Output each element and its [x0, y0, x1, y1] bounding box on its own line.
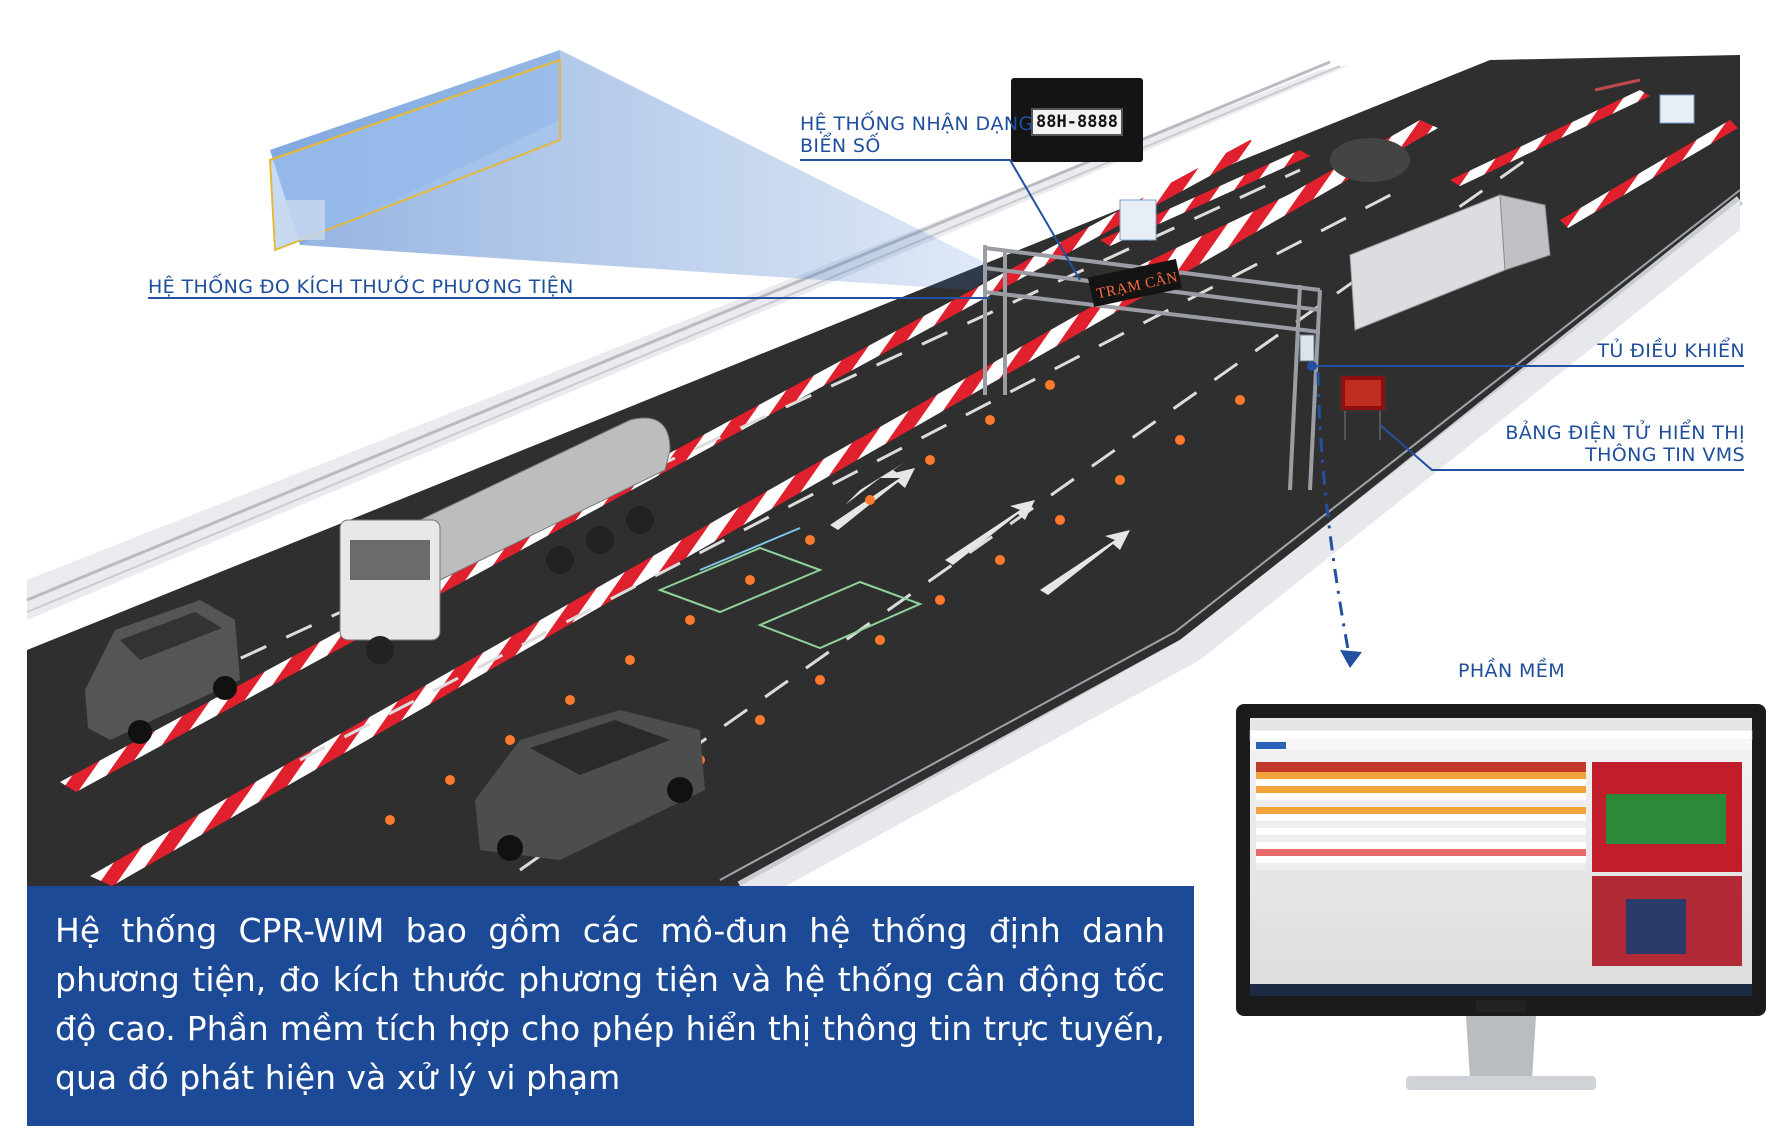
arrow-icon — [1340, 650, 1362, 668]
toll-booths — [1100, 78, 1738, 276]
arrow-icons — [830, 462, 1130, 595]
data-table — [1256, 772, 1586, 870]
sedan — [475, 710, 705, 861]
control-cabinet-icon — [1299, 334, 1315, 362]
far-car — [1330, 138, 1410, 182]
label-plate-recognition: HỆ THỐNG NHẬN DẠNG BIỂN SỐ — [800, 113, 1034, 157]
wim-sensors — [657, 527, 923, 650]
label-dimension-system: HỆ THỐNG ĐO KÍCH THƯỚC PHƯƠNG TIỆN — [148, 276, 574, 298]
median-barrier — [90, 120, 1438, 886]
tanker-truck — [339, 417, 671, 664]
description-box: Hệ thống CPR-WIM bao gồm các mô-đun hệ t… — [27, 886, 1194, 1126]
label-control-cabinet: TỦ ĐIỀU KHIỂN — [1597, 340, 1745, 362]
license-plate-image: 88H-8888 — [1011, 78, 1143, 162]
license-plate-text: 88H-8888 — [1031, 108, 1123, 136]
monitor — [1236, 704, 1766, 1090]
gantry-sign-board — [1087, 258, 1183, 308]
label-vms-line2: THÔNG TIN VMS — [1585, 444, 1745, 466]
label-software: PHẦN MỀM — [1458, 660, 1565, 682]
label-vms: BẢNG ĐIỆN TỬ HIỂN THỊ THÔNG TIN VMS — [1505, 422, 1745, 466]
label-vms-line1: BẢNG ĐIỆN TỬ HIỂN THỊ — [1505, 422, 1745, 444]
van — [85, 600, 240, 744]
label-plate-recognition-line1: HỆ THỐNG NHẬN DẠNG — [800, 113, 1034, 135]
vms-board-icon — [1339, 374, 1387, 440]
vehicles — [85, 138, 1551, 861]
callout-lines — [148, 159, 1744, 661]
label-plate-recognition-line2: BIỂN SỐ — [800, 135, 881, 157]
description-text: Hệ thống CPR-WIM bao gồm các mô-đun hệ t… — [55, 911, 1165, 1097]
dimension-beam — [268, 50, 1000, 290]
